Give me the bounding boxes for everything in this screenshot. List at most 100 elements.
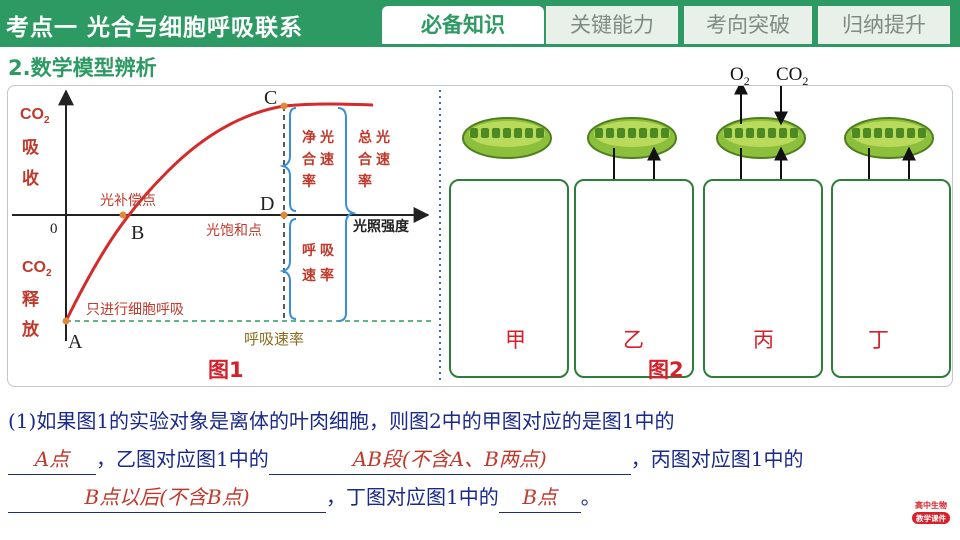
point-b-marker — [119, 211, 127, 219]
logo-line2: 教学课件 — [915, 513, 946, 523]
chloroplast-1-granum — [595, 128, 603, 138]
svg-text:率: 率 — [302, 173, 316, 190]
point-a-marker — [62, 317, 70, 325]
svg-text:速: 速 — [376, 151, 390, 168]
total-rate-text: 总光 合速 率 — [358, 129, 390, 190]
chloroplast-0-granum — [470, 128, 478, 138]
y-label-bottom-co2: CO2 — [22, 259, 52, 279]
chloroplast-2-granum — [724, 128, 732, 138]
svg-text:合: 合 — [302, 151, 317, 168]
svg-text:速: 速 — [302, 267, 316, 284]
figure1-caption: 图1 — [208, 358, 244, 382]
chloroplast-2-granum — [768, 128, 776, 138]
panel-jia-label: 甲 — [505, 328, 526, 352]
page-title: 考点一 光合与细胞呼吸联系 — [6, 15, 304, 41]
chloroplast-2-granum — [779, 128, 787, 138]
panel-bing-frame — [703, 179, 823, 378]
saturation-point-label: 光饱和点 — [206, 223, 262, 239]
chloroplast-2-granum — [790, 128, 798, 138]
tab-key-ability[interactable]: 关键能力 — [546, 6, 678, 44]
tab-exam-breakthrough[interactable]: 考向突破 — [684, 6, 812, 44]
svg-text:率: 率 — [320, 267, 334, 284]
resp-rate-text: 呼吸 速率 — [302, 242, 335, 284]
chloroplast-3-granum — [885, 128, 893, 138]
tab-essential-knowledge[interactable]: 必备知识 — [382, 6, 544, 44]
photosynthesis-curve — [64, 102, 374, 322]
chloroplast-3-granum — [918, 128, 926, 138]
chloroplast-3-granum — [863, 128, 871, 138]
chloroplast-2-granum — [735, 128, 743, 138]
svg-text:合: 合 — [358, 151, 373, 168]
question-text: (1)如果图1的实验对象是离体的叶肉细胞，则图2中的甲图对应的是图1中的 A点，… — [8, 402, 953, 516]
question-mid-1: ，乙图对应图1中的 — [96, 447, 269, 471]
svg-text:光: 光 — [375, 129, 390, 146]
answer-blank-4[interactable]: B点 — [498, 482, 581, 513]
point-a-label: A — [68, 331, 83, 353]
answer-blank-1[interactable]: A点 — [8, 444, 96, 475]
svg-text:率: 率 — [358, 173, 372, 190]
tab-summary[interactable]: 归纳提升 — [818, 6, 950, 44]
svg-text:净: 净 — [302, 129, 316, 146]
figure-panel: CO2 吸 收 0 CO2 释 放 光照强度 A B C D 光补偿点 光饱和点… — [7, 85, 953, 387]
point-d-label: D — [260, 193, 274, 215]
origin-label: 0 — [50, 221, 58, 237]
y-label-bottom-release2: 放 — [21, 319, 40, 340]
chloroplast-1-granum — [650, 128, 658, 138]
point-b-label: B — [131, 222, 144, 244]
answer-blank-2[interactable]: AB段(不含A、B两点) — [268, 444, 631, 475]
chloroplast-3-granum — [896, 128, 904, 138]
figure2-caption: 图2 — [648, 358, 684, 382]
panel-yi-label: 乙 — [623, 328, 644, 352]
bing-top-o2: O2 — [730, 64, 750, 88]
chloroplast-0-granum — [481, 128, 489, 138]
chloroplast-2-granum — [746, 128, 754, 138]
y-label-top-absorb1: 吸 — [22, 138, 40, 158]
svg-text:速: 速 — [320, 151, 334, 168]
bing-top-co2: CO2 — [776, 64, 808, 88]
chloroplast-0-granum — [536, 128, 544, 138]
respiration-only-label: 只进行细胞呼吸 — [86, 302, 184, 318]
point-c-label: C — [264, 87, 277, 109]
panel-jia-frame — [449, 179, 569, 378]
chloroplast-3-granum — [907, 128, 915, 138]
y-label-top-co2: CO2 — [20, 106, 50, 126]
chloroplast-1-granum — [628, 128, 636, 138]
svg-text:吸: 吸 — [320, 243, 335, 259]
chloroplast-2-granum — [757, 128, 765, 138]
y-label-top-absorb2: 收 — [22, 168, 39, 189]
top-bar: 考点一 光合与细胞呼吸联系 必备知识 关键能力 考向突破 归纳提升 — [0, 0, 960, 47]
chloroplast-0-granum — [503, 128, 511, 138]
net-rate-brace — [279, 107, 297, 212]
bing-top-gas-labels: O2 CO2 — [730, 64, 808, 88]
section-subtitle: 2.数学模型辨析 — [8, 56, 157, 80]
respiration-rate-label: 呼吸速率 — [244, 330, 304, 348]
svg-text:呼: 呼 — [302, 242, 316, 259]
chloroplast-1-granum — [661, 128, 669, 138]
y-label-bottom-release1: 释 — [22, 289, 40, 310]
point-c-marker — [280, 102, 288, 110]
question-end: 。 — [580, 485, 601, 509]
net-rate-text: 净光 合速 率 — [302, 129, 334, 190]
logo-line1: 高中生物 — [915, 500, 947, 510]
panel-bing-label: 丙 — [753, 328, 774, 352]
chloroplast-1-granum — [617, 128, 625, 138]
question-intro: (1)如果图1的实验对象是离体的叶肉细胞，则图2中的甲图对应的是图1中的 — [8, 409, 675, 433]
question-mid-3: ，丁图对应图1中的 — [326, 485, 499, 509]
compensation-point-label: 光补偿点 — [100, 193, 156, 209]
chloroplast-1-granum — [639, 128, 647, 138]
panel-yi-frame — [574, 179, 694, 378]
chloroplast-3-granum — [852, 128, 860, 138]
answer-blank-3[interactable]: B点以后(不含B点) — [8, 482, 326, 513]
panel-ding-label: 丁 — [868, 328, 889, 352]
chloroplast-0-granum — [492, 128, 500, 138]
x-axis-label: 光照强度 — [352, 218, 410, 235]
chloroplast-3-granum — [874, 128, 882, 138]
course-logo: 高中生物 教学课件 — [908, 494, 954, 530]
chloroplast-0-granum — [514, 128, 522, 138]
svg-text:光: 光 — [319, 129, 334, 146]
point-d-marker — [280, 211, 288, 219]
total-rate-brace — [337, 107, 357, 322]
panel-ding-frame — [831, 179, 951, 378]
chloroplast-1-granum — [606, 128, 614, 138]
chloroplast-0-granum — [525, 128, 533, 138]
